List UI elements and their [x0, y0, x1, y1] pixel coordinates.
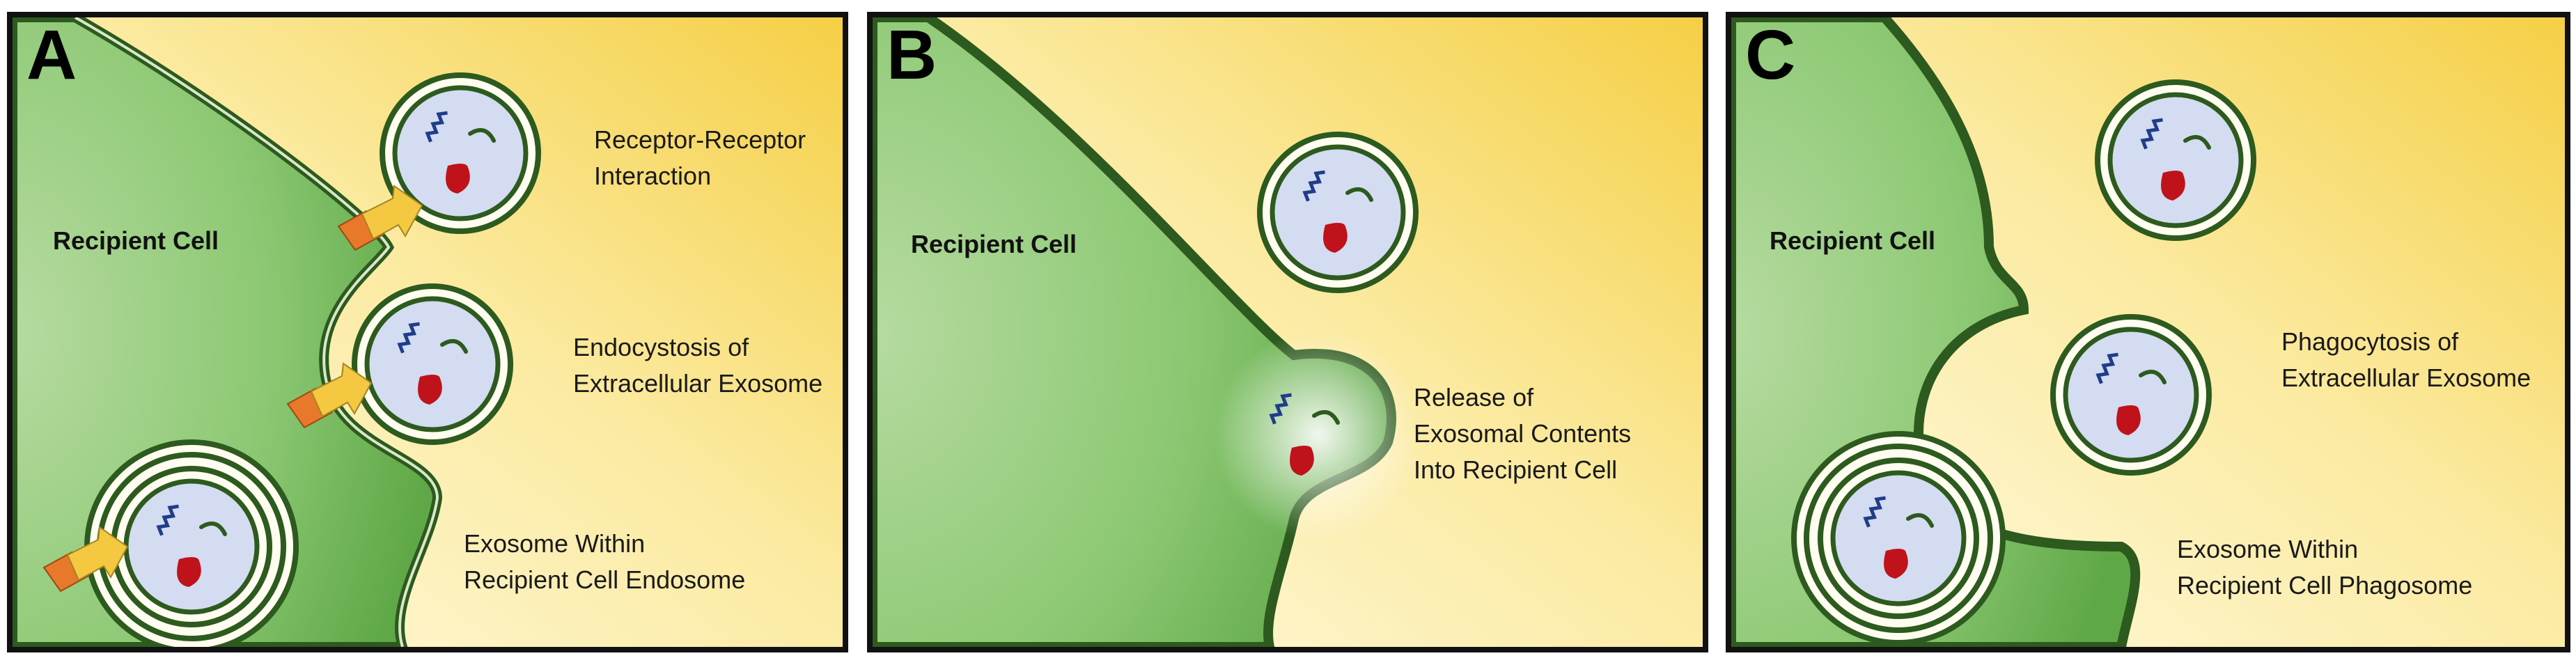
- exosome-free: [1260, 134, 1416, 290]
- cell-membrane-inner: [75, 17, 439, 647]
- panel-c-diagram: [1731, 17, 2565, 647]
- panel-a-diagram: [13, 17, 843, 647]
- panel-letter: A: [26, 16, 77, 94]
- exosome-phagocytosis: [2053, 317, 2209, 473]
- panel-letter: B: [887, 16, 937, 94]
- exosome-approaching: [2098, 82, 2254, 238]
- exosome-contents-released: [1269, 393, 1340, 476]
- panel-letter: C: [1745, 16, 1796, 94]
- cell-label: Recipient Cell: [911, 230, 1077, 258]
- cell-label: Recipient Cell: [53, 226, 219, 255]
- exosome-endocytosis: [354, 286, 510, 442]
- panel-b-diagram: [873, 17, 1703, 647]
- exosome-in-phagosome: [1794, 434, 2003, 643]
- fusion-glow: [1214, 331, 1423, 540]
- cell-label: Recipient Cell: [1770, 226, 1936, 255]
